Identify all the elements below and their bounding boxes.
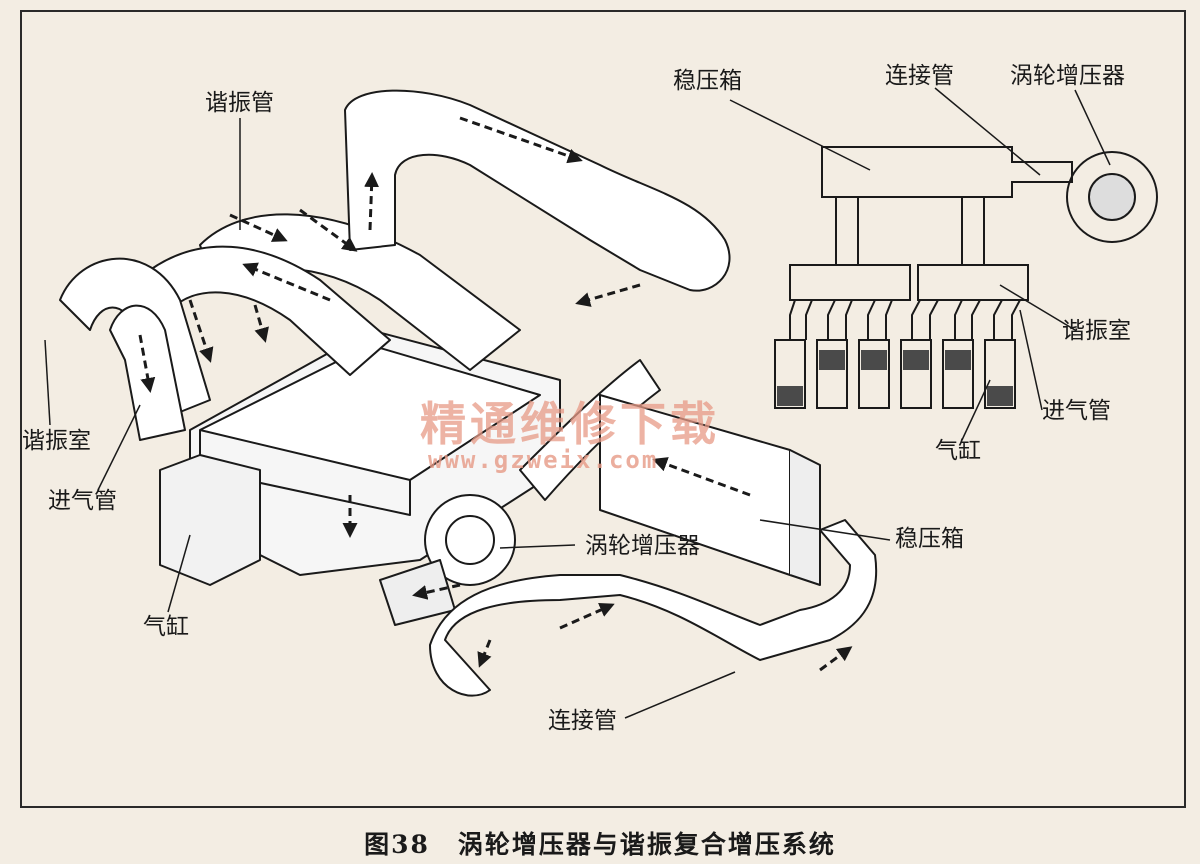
schematic-surge-tank	[821, 146, 1073, 198]
label-connecting-pipe-main: 连接管	[548, 708, 617, 734]
leader-lines	[44, 87, 1111, 719]
cylinder-body	[159, 454, 261, 586]
engine-illustration	[59, 89, 878, 697]
label-connecting-pipe-schematic: 连接管	[885, 63, 954, 89]
watermark-url: www.gzweix.com	[428, 446, 659, 474]
label-surge-tank-main: 稳压箱	[895, 526, 964, 552]
label-intake-pipe-schematic: 进气管	[1042, 398, 1111, 424]
label-turbocharger-schematic: 涡轮增压器	[1010, 63, 1125, 89]
label-cylinder-main: 气缸	[143, 614, 189, 640]
top-loop-pipe	[344, 89, 731, 292]
schematic	[774, 146, 1158, 409]
figure-number: 图38	[364, 830, 430, 859]
turbo-outlet	[379, 559, 456, 626]
figure-caption: 图38 涡轮增压器与谐振复合增压系统	[0, 825, 1200, 861]
schematic-turbocharger	[1066, 151, 1158, 243]
label-intake-pipe-main: 进气管	[48, 488, 117, 514]
schematic-pistons	[777, 350, 1013, 406]
schematic-resonance-chamber-right	[917, 264, 1029, 301]
flow-arrows	[138, 116, 853, 672]
intake-pipe-left-2	[109, 304, 186, 441]
figure-frame	[20, 10, 1186, 808]
label-surge-tank-schematic: 稳压箱	[673, 68, 742, 94]
label-resonance-chamber-main: 谐振室	[22, 428, 91, 454]
watermark-text: 精通维修下载	[420, 397, 720, 451]
schematic-resonance-chamber-left	[789, 264, 911, 301]
label-resonance-chamber-schematic: 谐振室	[1062, 318, 1131, 344]
label-turbocharger-main: 涡轮增压器	[585, 533, 700, 559]
connecting-pipe-lower	[429, 519, 878, 697]
corrugated-hose	[519, 359, 661, 501]
resonance-pipe-mid	[149, 245, 391, 376]
cylinder-head	[199, 344, 541, 481]
label-cylinder-schematic: 气缸	[935, 438, 981, 464]
figure-title: 涡轮增压器与谐振复合增压系统	[457, 830, 836, 859]
label-resonance-pipe: 谐振管	[205, 90, 274, 116]
